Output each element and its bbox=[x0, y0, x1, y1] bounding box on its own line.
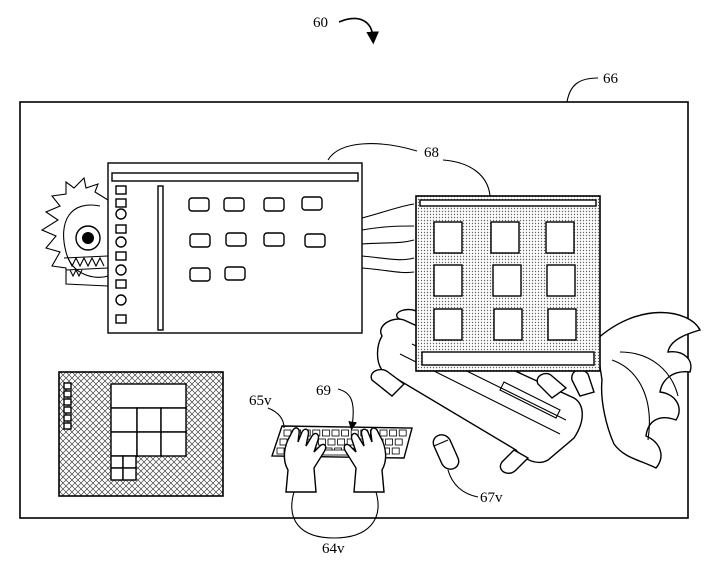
virtual-mouse bbox=[432, 434, 460, 470]
right-window bbox=[415, 195, 601, 372]
figure-number-arrow bbox=[338, 17, 380, 45]
keyboard-key bbox=[389, 429, 398, 437]
virtual-keyboard-leader bbox=[267, 407, 285, 429]
virtual-mouse-label: 67v bbox=[480, 490, 503, 506]
virtual-space-frame bbox=[19, 101, 689, 519]
keyboard-target-leader bbox=[337, 388, 358, 431]
windows-leader-left bbox=[327, 143, 418, 161]
windows-label: 68 bbox=[424, 145, 439, 161]
keyboard-key bbox=[394, 438, 403, 446]
keyboard-key bbox=[327, 438, 336, 446]
keyboard-key bbox=[398, 429, 407, 437]
keyboard-key bbox=[321, 429, 330, 437]
virtual-space-leader bbox=[566, 77, 599, 103]
keyboard-key bbox=[385, 438, 394, 446]
monster-illustration bbox=[40, 176, 109, 287]
keyboard-key bbox=[391, 447, 400, 455]
virtual-hands bbox=[283, 427, 387, 493]
keyboard-key bbox=[379, 429, 388, 437]
virtual-space-label: 66 bbox=[603, 71, 619, 87]
virtual-mouse-leader bbox=[447, 469, 479, 498]
grid-window bbox=[58, 371, 224, 497]
keyboard-target-label: 69 bbox=[316, 383, 331, 399]
keyboard-key bbox=[331, 429, 340, 437]
figure-number-label: 60 bbox=[313, 15, 328, 31]
left-window bbox=[107, 162, 363, 334]
virtual-hands-bracket bbox=[291, 491, 379, 539]
keyboard-key bbox=[337, 438, 346, 446]
keyboard-key bbox=[276, 447, 285, 455]
virtual-keyboard-label: 65v bbox=[249, 393, 272, 409]
keyboard-key bbox=[341, 429, 350, 437]
virtual-hands-label: 64v bbox=[322, 541, 345, 557]
motion-streaks bbox=[361, 203, 415, 274]
windows-leader-right bbox=[442, 159, 491, 197]
